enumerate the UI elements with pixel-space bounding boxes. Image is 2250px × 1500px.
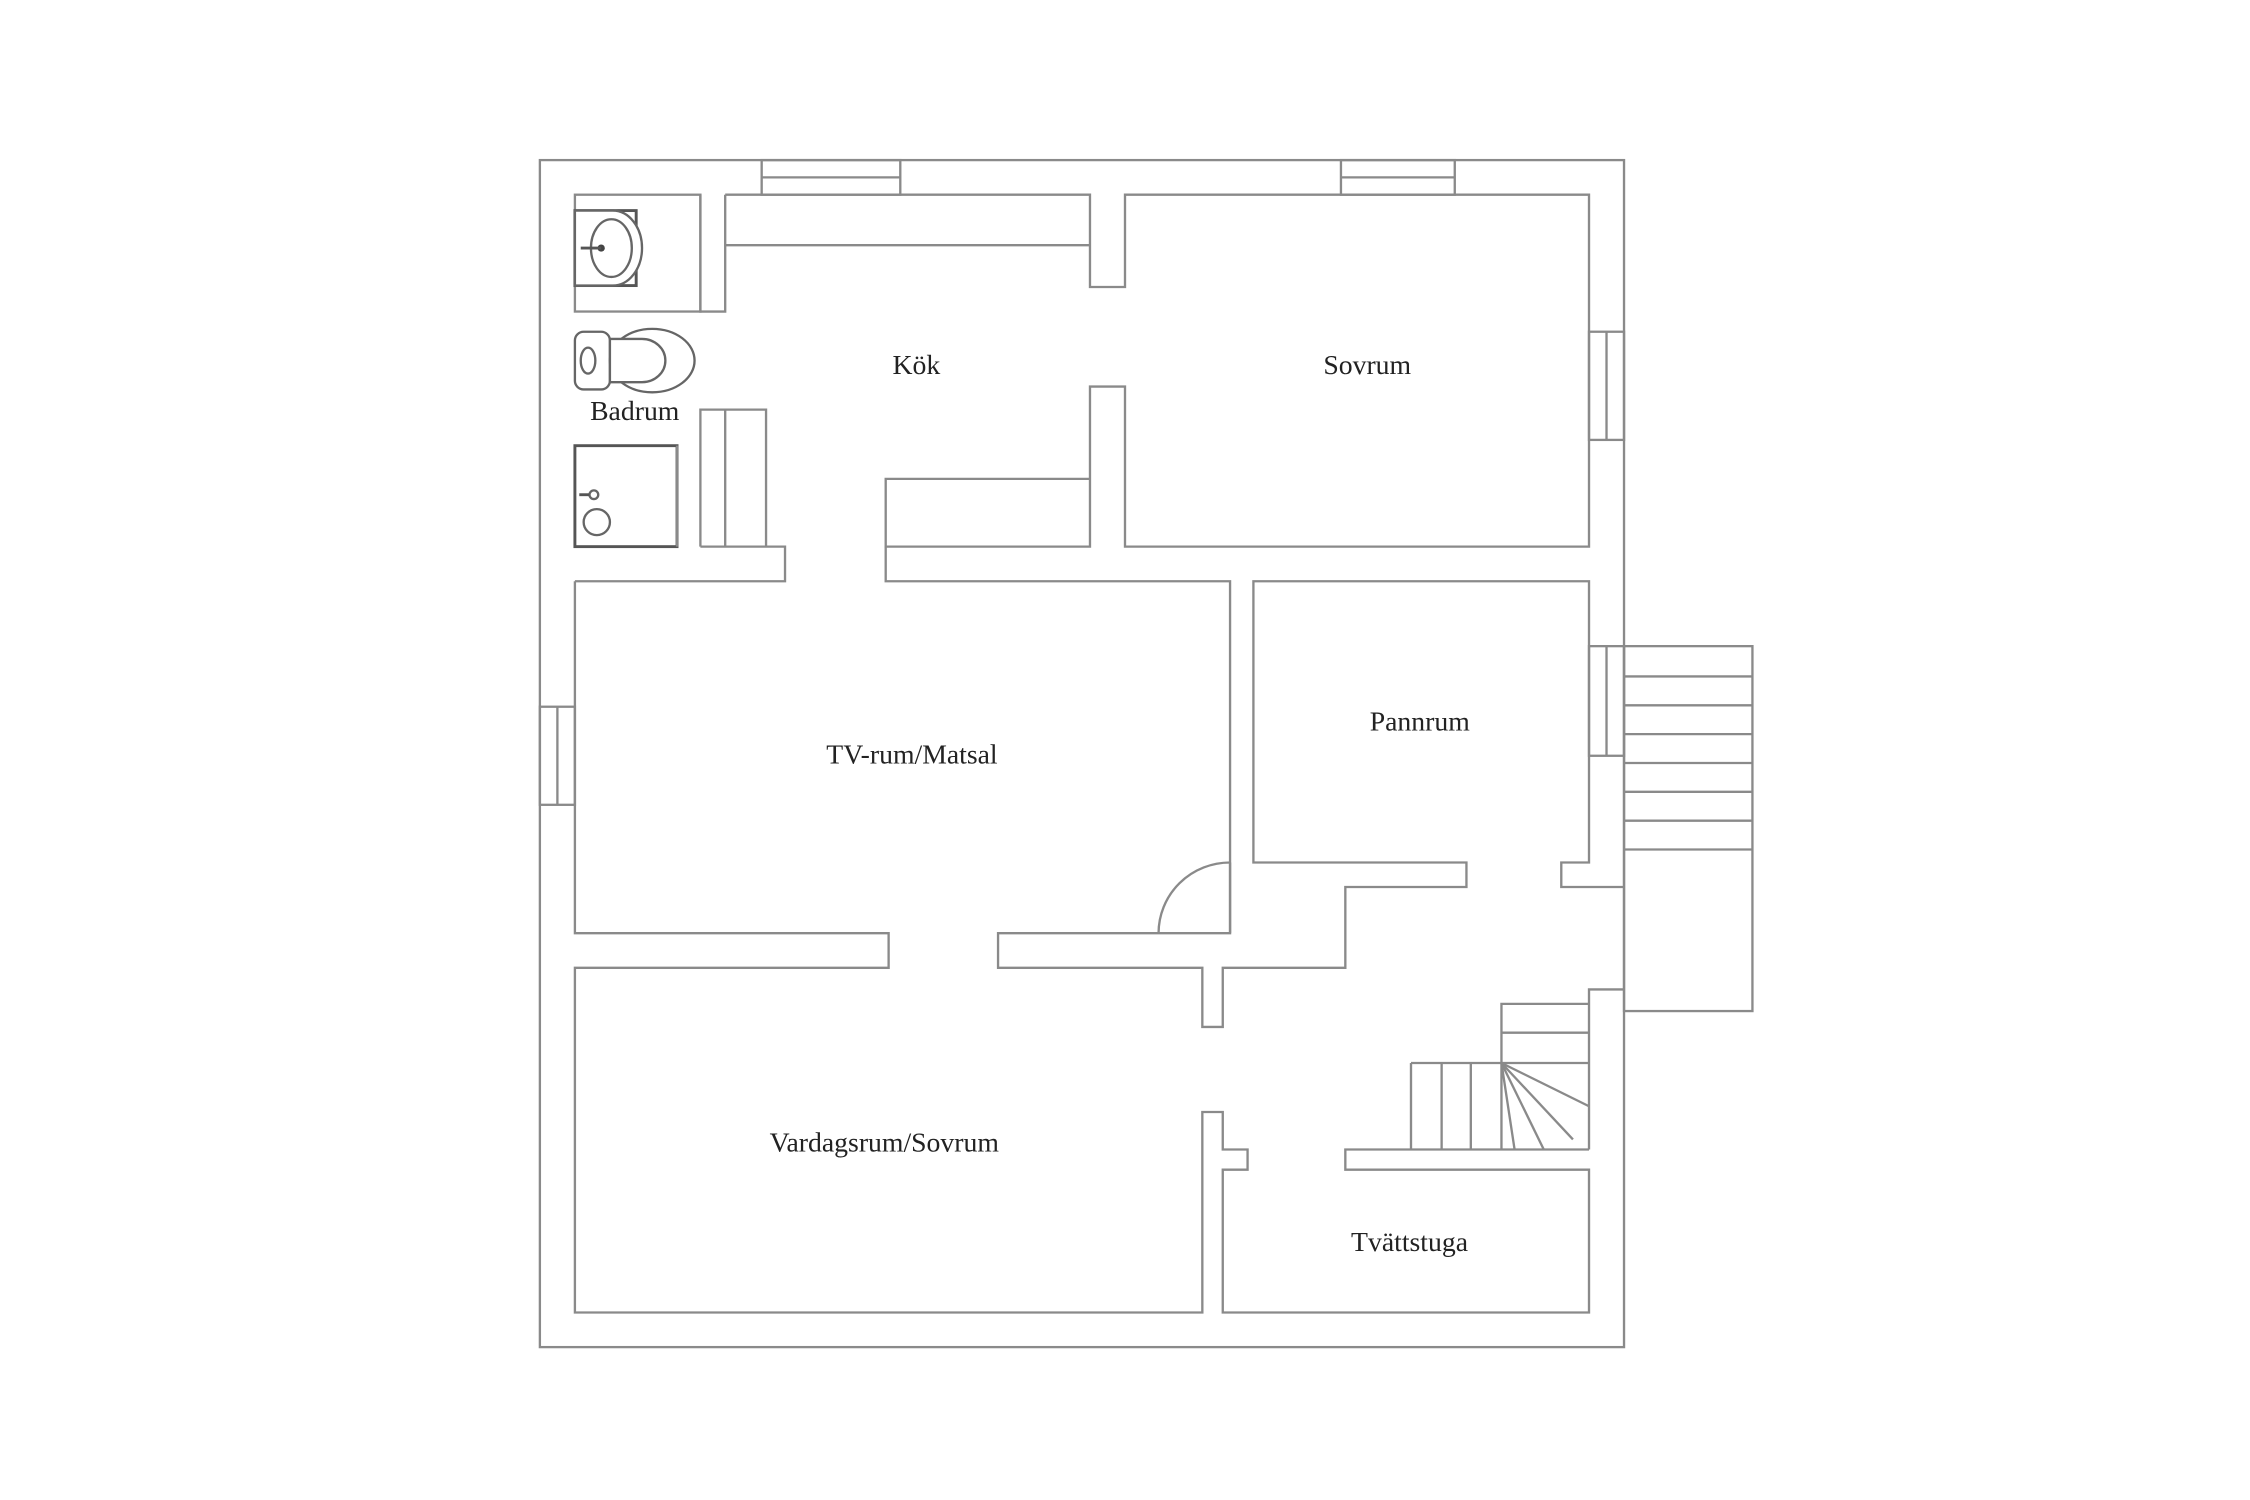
room-label-vardagsrum: Vardagsrum/Sovrum: [770, 1127, 999, 1158]
door-swing-icon: [1157, 861, 1232, 934]
room-label-tv-matsal: TV-rum/Matsal: [826, 739, 998, 770]
room-label-tvattstuga: Tvättstuga: [1351, 1226, 1468, 1257]
room-label-badrum: Badrum: [590, 395, 679, 426]
interior-stairs-icon: [1409, 1002, 1590, 1151]
room-label-sovrum: Sovrum: [1323, 349, 1411, 380]
kitchen-walls: [574, 193, 1625, 1029]
toilet-icon: [573, 327, 696, 394]
room-label-pannrum: Pannrum: [1370, 705, 1470, 736]
room-labels: Kök Sovrum Badrum TV-rum/Matsal Pannrum …: [590, 349, 1470, 1257]
living-walls: [573, 581, 1625, 1314]
shower-icon: [573, 444, 679, 549]
room-label-kok: Kök: [892, 349, 940, 380]
stairs-icon: [1622, 645, 1754, 1013]
sink-icon: [573, 209, 644, 288]
